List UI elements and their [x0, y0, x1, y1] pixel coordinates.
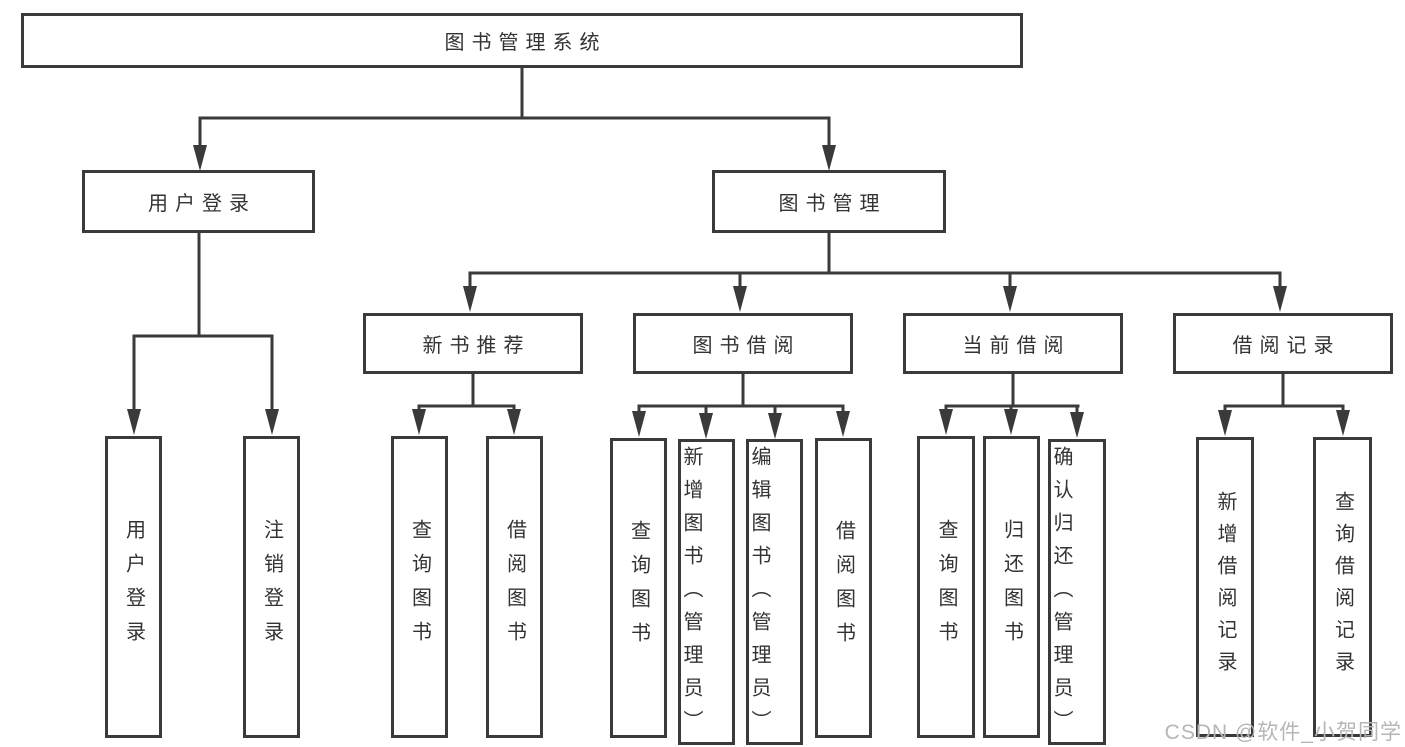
arrow-icon: [768, 413, 782, 439]
arrow-icon: [507, 409, 521, 435]
leaf-label: 借阅图书: [832, 520, 855, 656]
node-borrowing-records: 借阅记录: [1173, 313, 1393, 374]
arrow-icon: [1218, 410, 1232, 436]
leaf-query-books-recommend: 查询图书: [391, 436, 448, 738]
watermark: CSDN @软件_小贺同学: [1164, 721, 1402, 744]
arrow-icon: [939, 409, 953, 435]
leaf-label: 归还图书: [1000, 519, 1023, 655]
arrow-icon: [1336, 410, 1350, 436]
arrow-icon: [632, 411, 646, 437]
arrow-icon: [1003, 286, 1017, 312]
arrow-icon: [699, 413, 713, 439]
node-label: 图书管理系统: [444, 32, 607, 54]
node-current-borrowing: 当前借阅: [903, 313, 1123, 374]
node-label: 图书管理: [778, 193, 887, 215]
node-user-login: 用户登录: [82, 170, 315, 233]
node-book-management: 图书管理: [712, 170, 946, 233]
arrow-icon: [1273, 286, 1287, 312]
leaf-borrow-books-recommend: 借阅图书: [486, 436, 543, 738]
arrow-icon: [463, 286, 477, 312]
leaf-label: 借阅图书: [503, 519, 526, 655]
node-new-book-recommend: 新书推荐: [363, 313, 583, 374]
leaf-confirm-return-admin: 确认归还（管理员）: [1048, 439, 1106, 745]
leaf-query-books-borrow: 查询图书: [610, 438, 667, 738]
node-label: 新书推荐: [422, 335, 531, 357]
leaf-label: 查询图书: [408, 519, 431, 655]
arrow-icon: [265, 409, 279, 435]
leaf-label: 新增借阅记录: [1214, 491, 1236, 683]
leaf-borrow-books: 借阅图书: [815, 438, 872, 738]
leaf-return-books: 归还图书: [983, 436, 1040, 738]
arrow-icon: [836, 411, 850, 437]
leaf-query-books-current: 查询图书: [917, 436, 975, 738]
leaf-add-borrow-record: 新增借阅记录: [1196, 437, 1254, 737]
arrow-icon: [1070, 412, 1084, 438]
leaf-label: 查询图书: [627, 520, 650, 656]
node-label: 当前借阅: [962, 335, 1071, 357]
leaf-query-borrow-record: 查询借阅记录: [1313, 437, 1372, 737]
leaf-label: 确认归还（管理员）: [1050, 446, 1072, 743]
leaf-label: 查询图书: [935, 519, 957, 655]
leaf-label: 用户登录: [122, 519, 145, 655]
arrowheads: [127, 145, 1350, 439]
arrow-icon: [733, 286, 747, 312]
leaf-add-books-admin: 新增图书（管理员）: [678, 439, 735, 745]
leaf-label: 查询借阅记录: [1331, 491, 1354, 683]
leaf-label: 新增图书（管理员）: [680, 446, 702, 743]
arrow-icon: [822, 145, 836, 171]
leaf-logout: 注销登录: [243, 436, 300, 738]
arrow-icon: [412, 409, 426, 435]
arrow-icon: [193, 145, 207, 171]
node-book-borrowing: 图书借阅: [633, 313, 853, 374]
node-label: 借阅记录: [1232, 335, 1341, 357]
leaf-label: 注销登录: [260, 519, 283, 655]
leaf-edit-books-admin: 编辑图书（管理员）: [746, 439, 803, 745]
leaf-user-login: 用户登录: [105, 436, 162, 738]
node-label: 用户登录: [148, 193, 256, 215]
leaf-label: 编辑图书（管理员）: [748, 446, 770, 743]
node-label: 图书借阅: [692, 335, 801, 357]
arrow-icon: [127, 409, 141, 435]
arrow-icon: [1004, 409, 1018, 435]
node-system-root: 图书管理系统: [21, 13, 1023, 68]
